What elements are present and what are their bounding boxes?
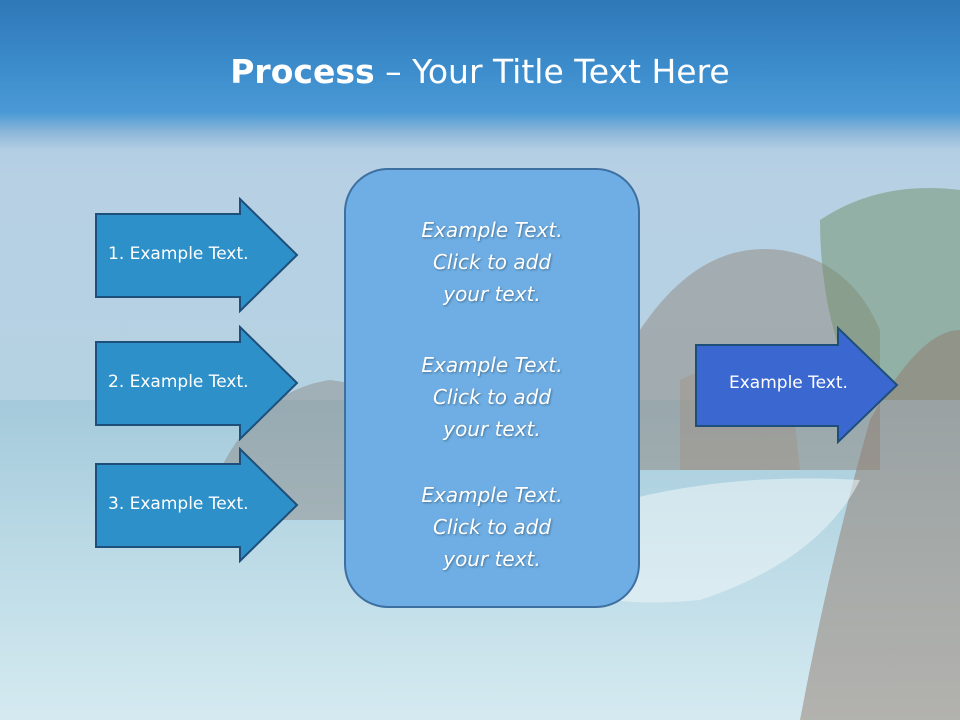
title-bold: Process [230, 52, 375, 91]
center-text-box[interactable]: Example Text. Click to add your text. Ex… [344, 168, 640, 608]
center-block-3-line-3: your text. [443, 547, 541, 571]
center-block-3-line-2: Click to add [432, 515, 552, 539]
center-block-2-line-1: Example Text. [421, 353, 563, 377]
arrow-label-2: 2. Example Text. [108, 372, 249, 392]
arrow-shape-right[interactable] [694, 326, 900, 444]
center-block-2: Example Text. Click to add your text. [346, 349, 638, 445]
center-block-2-line-3: your text. [443, 417, 541, 441]
center-block-3-line-1: Example Text. [421, 483, 563, 507]
center-block-1-line-1: Example Text. [421, 218, 563, 242]
arrow-shape-2[interactable] [94, 325, 300, 441]
arrow-shape-1[interactable] [94, 197, 300, 313]
title-rest: – Your Title Text Here [374, 52, 730, 91]
arrow-label-1: 1. Example Text. [108, 244, 249, 264]
center-block-1: Example Text. Click to add your text. [346, 214, 638, 310]
arrow-label-right: Example Text. [729, 373, 848, 393]
center-block-1-line-3: your text. [443, 282, 541, 306]
slide-title: Process – Your Title Text Here [0, 52, 960, 91]
center-block-1-line-2: Click to add [432, 250, 552, 274]
header-band [0, 0, 960, 150]
arrow-label-3: 3. Example Text. [108, 494, 249, 514]
center-block-3: Example Text. Click to add your text. [346, 479, 638, 575]
arrow-shape-3[interactable] [94, 447, 300, 563]
center-block-2-line-2: Click to add [432, 385, 552, 409]
